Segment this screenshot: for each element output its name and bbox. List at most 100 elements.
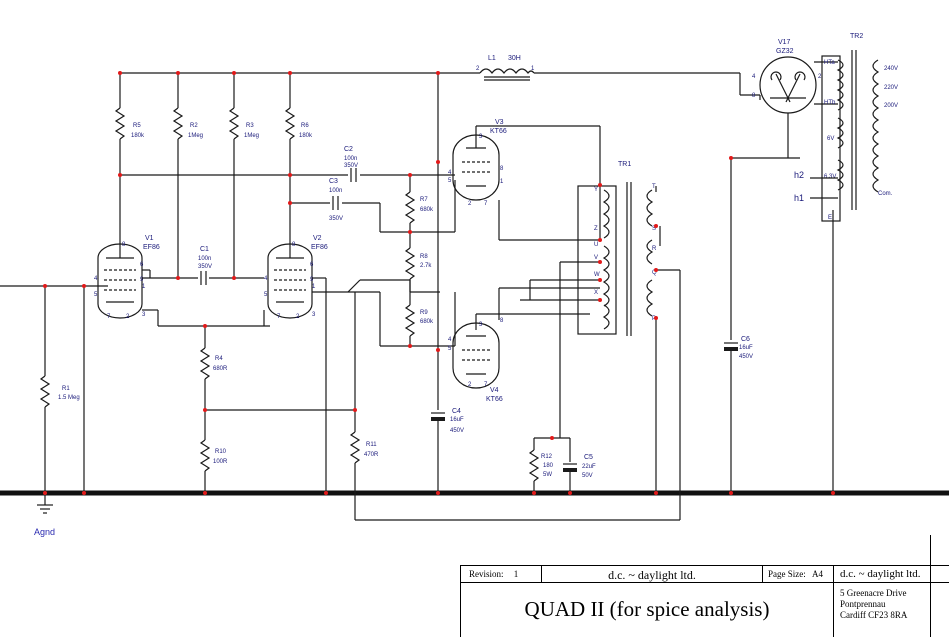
svg-text:Q: Q (652, 270, 657, 276)
heater-label-h1: h1 (794, 193, 804, 203)
svg-text:3: 3 (479, 134, 483, 140)
svg-text:R2: R2 (190, 123, 198, 129)
svg-text:3: 3 (312, 312, 316, 318)
svg-text:4: 4 (448, 170, 452, 176)
address-line-2: Pontprennau (840, 599, 886, 609)
svg-text:V: V (594, 255, 598, 261)
svg-text:2.7k: 2.7k (420, 263, 432, 269)
svg-text:C5: C5 (584, 454, 593, 461)
svg-text:TR2: TR2 (850, 33, 863, 40)
svg-text:8: 8 (500, 318, 504, 324)
svg-text:KT66: KT66 (486, 396, 503, 403)
svg-text:6V: 6V (827, 136, 834, 142)
svg-text:EF86: EF86 (143, 244, 160, 251)
revision-cell: Revision: 1 (460, 565, 542, 583)
svg-text:1Meg: 1Meg (188, 133, 203, 139)
svg-text:2: 2 (126, 314, 130, 320)
svg-text:V17: V17 (778, 39, 791, 46)
svg-text:180k: 180k (299, 133, 313, 139)
resistor-r11: R11 470R (349, 431, 379, 464)
ground-label: Agnd (34, 527, 55, 537)
svg-text:2: 2 (296, 314, 300, 320)
svg-text:Com.: Com. (878, 191, 893, 197)
resistor-r3: R3 1Meg (228, 73, 259, 278)
svg-text:R4: R4 (215, 356, 223, 362)
svg-text:V1: V1 (145, 235, 154, 242)
svg-text:R9: R9 (420, 310, 428, 316)
svg-text:200V: 200V (884, 103, 898, 109)
svg-text:680k: 680k (420, 207, 434, 213)
svg-text:R12: R12 (541, 454, 553, 460)
svg-text:W: W (594, 272, 600, 278)
valve-v3: V3 KT66 3 4 5 8 1 2 7 (448, 119, 507, 207)
svg-text:180k: 180k (131, 133, 145, 139)
address-cell: 5 Greenacre Drive Pontprennau Cardiff CF… (833, 582, 949, 637)
company-cell: d.c. ~ daylight ltd. (541, 565, 763, 583)
svg-text:Z: Z (594, 226, 598, 232)
svg-text:16uF: 16uF (450, 417, 464, 423)
svg-text:470R: 470R (364, 452, 379, 458)
resistor-r5: R5 180k (114, 73, 145, 245)
svg-text:C2: C2 (344, 146, 353, 153)
svg-text:6.3V: 6.3V (824, 174, 836, 180)
svg-text:2: 2 (468, 201, 472, 207)
svg-text:16uF: 16uF (739, 345, 753, 351)
svg-text:9: 9 (140, 277, 144, 283)
company-name: d.c. ~ daylight ltd. (608, 568, 696, 582)
capacitor-c5: C5 22uF 50V (563, 454, 596, 479)
revision-value: 1 (513, 569, 519, 579)
revision-label: Revision: (469, 569, 504, 579)
svg-text:R10: R10 (215, 449, 227, 455)
svg-text:1: 1 (142, 284, 146, 290)
svg-text:V3: V3 (495, 119, 504, 126)
drawing-title: QUAD II (for spice analysis) (524, 597, 770, 621)
svg-text:2: 2 (468, 382, 472, 388)
capacitor-c2: C2 100n 350V (344, 146, 358, 182)
transformer-tr1: TR1 Y Z U V W X T S R Q P (577, 161, 657, 336)
svg-text:HTa: HTa (824, 60, 835, 66)
svg-text:3: 3 (142, 312, 146, 318)
svg-text:4: 4 (264, 276, 268, 282)
svg-text:5: 5 (94, 292, 98, 298)
svg-text:1.5 Meg: 1.5 Meg (58, 395, 80, 401)
company-name-right: d.c. ~ daylight ltd. (840, 568, 921, 580)
svg-text:R3: R3 (246, 123, 254, 129)
svg-text:8: 8 (752, 93, 756, 99)
heater-label-h2: h2 (794, 170, 804, 180)
page-size-value: A4 (812, 569, 823, 579)
svg-text:22uF: 22uF (582, 464, 596, 470)
svg-text:EF86: EF86 (311, 244, 328, 251)
resistor-r6: R6 180k (284, 73, 313, 245)
svg-text:9: 9 (310, 277, 314, 283)
svg-text:C3: C3 (329, 178, 338, 185)
resistor-r7: R7 680k (404, 191, 434, 224)
svg-text:100R: 100R (213, 459, 228, 465)
svg-text:4: 4 (94, 276, 98, 282)
resistor-r4: R4 680R (199, 347, 228, 380)
svg-text:2: 2 (476, 66, 480, 72)
svg-text:240V: 240V (884, 66, 898, 72)
svg-text:7: 7 (484, 201, 488, 207)
l1-ref: L1 (488, 55, 496, 62)
svg-text:5: 5 (264, 292, 268, 298)
svg-text:GZ32: GZ32 (776, 48, 794, 55)
svg-text:100n: 100n (329, 188, 342, 194)
svg-text:T: T (652, 184, 656, 190)
svg-text:350V: 350V (198, 264, 212, 270)
capacitor-c6: C6 16uF 450V (724, 336, 753, 360)
svg-text:100n: 100n (344, 156, 357, 162)
svg-text:8: 8 (500, 166, 504, 172)
svg-text:1: 1 (500, 179, 504, 185)
address-line-3: Cardiff CF23 8RA (840, 610, 908, 620)
drawing-title-cell: QUAD II (for spice analysis) (460, 582, 834, 637)
svg-text:E: E (828, 215, 832, 221)
svg-text:4: 4 (448, 337, 452, 343)
choke-l1: L1 30H 2 1 (476, 55, 535, 81)
svg-text:2: 2 (818, 74, 822, 80)
resistor-r9: R9 680k (404, 304, 434, 337)
resistor-r12: R12 180 5W (528, 449, 554, 482)
svg-text:1Meg: 1Meg (244, 133, 259, 139)
svg-text:U: U (594, 242, 598, 248)
svg-text:R8: R8 (420, 254, 428, 260)
